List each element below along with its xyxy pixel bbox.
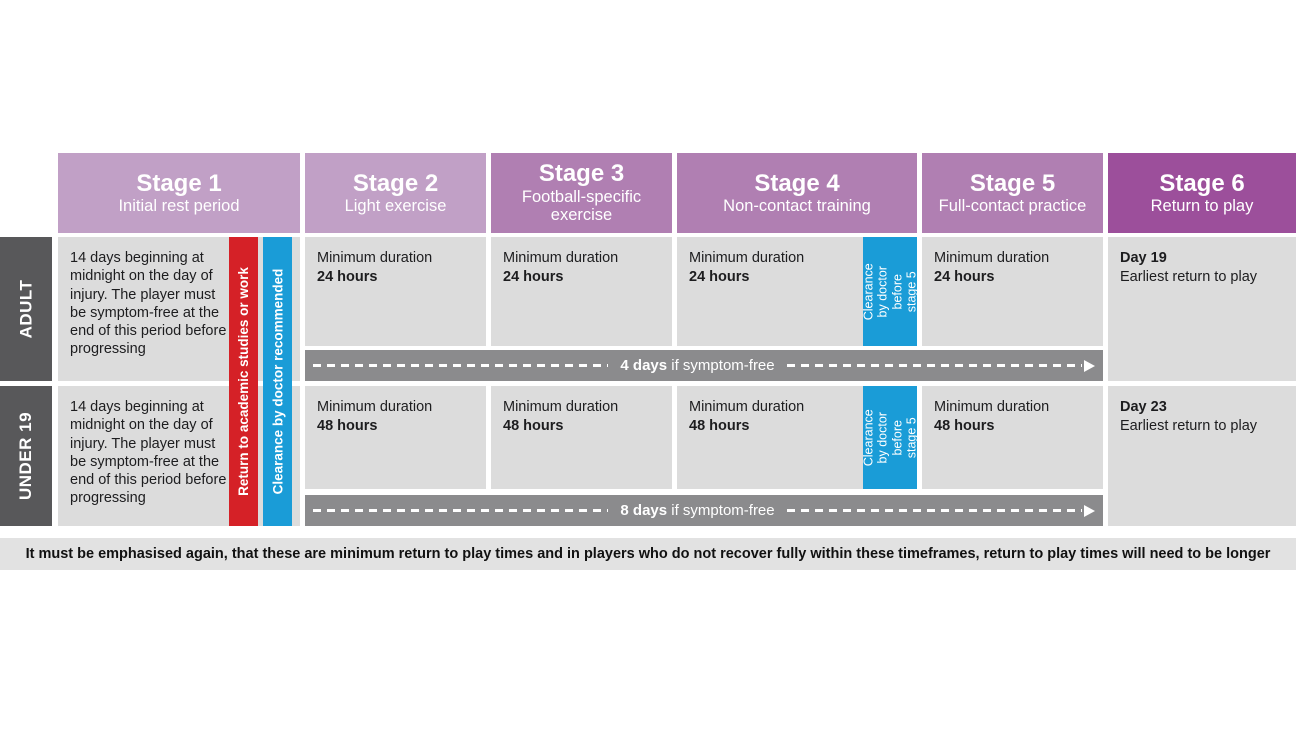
stage4-clearance-bar-under19: Clearance by doctor before stage 5 — [861, 386, 919, 489]
min-duration-label: Minimum duration — [689, 250, 805, 266]
stage4-clearance-label: Clearance by doctor before stage 5 — [861, 409, 919, 466]
under19-timeline-arrow: 8 days if symptom-free — [305, 495, 1103, 526]
min-duration-label: Minimum duration — [934, 399, 1050, 415]
stage-4-header: Stage 4 Non-contact training — [677, 153, 917, 233]
stage-3-title: Stage 3 — [538, 160, 625, 188]
duration-value: 48 hours — [934, 417, 995, 434]
duration-value: 24 hours — [503, 268, 564, 285]
min-duration-label: Minimum duration — [934, 250, 1050, 266]
stage-1-title: Stage 1 — [136, 169, 222, 197]
duration-value: 48 hours — [503, 417, 564, 434]
stage4-clearance-bar-adult: Clearance by doctor before stage 5 — [861, 237, 919, 346]
stage6-adult-cell: Day 19 Earliest return to play — [1108, 237, 1296, 381]
stage-6-header: Stage 6 Return to play — [1108, 153, 1296, 233]
earliest-day: Day 19 — [1120, 250, 1167, 266]
stage4-clearance-label: Clearance by doctor before stage 5 — [861, 263, 919, 320]
min-duration-label: Minimum duration — [503, 399, 619, 415]
stage-5-header: Stage 5 Full-contact practice — [922, 153, 1103, 233]
adult-timeline-label: 4 days if symptom-free — [608, 357, 786, 374]
min-duration-label: Minimum duration — [503, 250, 619, 266]
stage5-under19-cell: Minimum duration 48 hours — [922, 386, 1103, 489]
return-to-studies-label: Return to academic studies or work — [236, 267, 251, 496]
stage1-adult-cell: 14 days beginning at midnight on the day… — [58, 237, 300, 381]
stage2-adult-cell: Minimum duration 24 hours — [305, 237, 486, 346]
stage-3-header: Stage 3 Football-specific exercise — [491, 153, 672, 233]
timeline-days: 4 days — [620, 357, 668, 374]
stage-6-subtitle: Return to play — [1150, 196, 1254, 215]
stage1-under19-text: 14 days beginning at midnight on the day… — [70, 399, 227, 507]
min-duration-label: Minimum duration — [317, 250, 433, 266]
stage2-under19-cell: Minimum duration 48 hours — [305, 386, 486, 489]
stage5-adult-cell: Minimum duration 24 hours — [922, 237, 1103, 346]
dashed-line — [786, 364, 1083, 367]
under19-timeline-label: 8 days if symptom-free — [608, 502, 786, 519]
dashed-line — [786, 509, 1083, 512]
stage-1-header: Stage 1 Initial rest period — [58, 153, 300, 233]
doctor-clearance-bar: Clearance by doctor recommended — [263, 237, 292, 526]
dashed-line — [313, 364, 609, 367]
row-band-adult: ADULT — [0, 237, 52, 381]
stage-5-title: Stage 5 — [969, 169, 1056, 197]
stage-1-subtitle: Initial rest period — [118, 196, 240, 215]
timeline-condition: if symptom-free — [671, 357, 775, 374]
min-duration-label: Minimum duration — [317, 399, 433, 415]
adult-label: ADULT — [16, 279, 35, 339]
return-to-studies-bar: Return to academic studies or work — [229, 237, 258, 526]
timeline-condition: if symptom-free — [671, 502, 775, 519]
stage6-under19-cell: Day 23 Earliest return to play — [1108, 386, 1296, 526]
earliest-day-text: Earliest return to play — [1120, 268, 1258, 285]
doctor-clearance-label: Clearance by doctor recommended — [270, 268, 286, 495]
under19-label: UNDER 19 — [16, 411, 35, 501]
footer-note: It must be emphasised again, that these … — [0, 538, 1296, 570]
stage-4-subtitle: Non-contact training — [723, 196, 871, 215]
stage-2-subtitle: Light exercise — [344, 196, 447, 215]
arrow-head-icon — [1084, 359, 1096, 372]
earliest-day-text: Earliest return to play — [1120, 417, 1258, 434]
stage1-adult-text: 14 days beginning at midnight on the day… — [70, 250, 227, 358]
adult-timeline-arrow: 4 days if symptom-free — [305, 350, 1103, 381]
duration-value: 24 hours — [934, 268, 995, 285]
timeline-days: 8 days — [620, 502, 668, 519]
stage-6-title: Stage 6 — [1159, 169, 1245, 197]
stage-5-subtitle: Full-contact practice — [938, 196, 1087, 215]
stage-4-title: Stage 4 — [754, 169, 840, 197]
duration-value: 48 hours — [689, 417, 750, 434]
stage1-under19-cell: 14 days beginning at midnight on the day… — [58, 386, 300, 526]
stage-3-subtitle: Football-specific exercise — [521, 187, 642, 225]
row-band-under19: UNDER 19 — [0, 386, 52, 526]
stage-2-header: Stage 2 Light exercise — [305, 153, 486, 233]
min-duration-label: Minimum duration — [689, 399, 805, 415]
stage-2-title: Stage 2 — [352, 169, 439, 197]
duration-value: 24 hours — [317, 268, 378, 285]
dashed-line — [313, 509, 609, 512]
earliest-day: Day 23 — [1120, 399, 1167, 415]
arrow-head-icon — [1084, 504, 1096, 517]
duration-value: 48 hours — [317, 417, 378, 434]
stage3-adult-cell: Minimum duration 24 hours — [491, 237, 672, 346]
duration-value: 24 hours — [689, 268, 750, 285]
stage3-under19-cell: Minimum duration 48 hours — [491, 386, 672, 489]
